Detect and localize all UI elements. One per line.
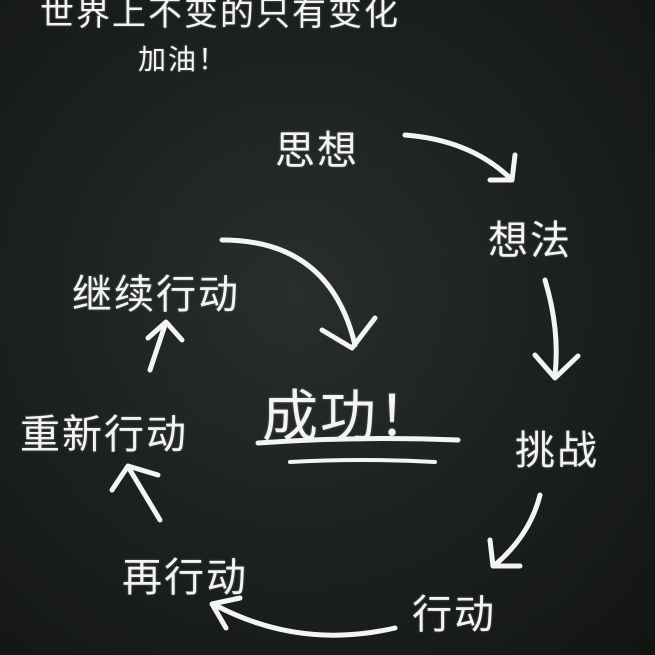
- arrow-xiangfa-to-tiaozhan: [532, 277, 581, 381]
- arrow-tiaozhan-to-xingdong: [487, 492, 543, 569]
- node-chongxinxingdong: 重新行动: [20, 412, 188, 458]
- success-double-underline: [255, 436, 461, 464]
- header-line-1: 世界上不变的只有变化: [40, 0, 400, 34]
- node-zaixingdong: 再行动: [122, 555, 248, 601]
- node-sixiang: 思想: [275, 128, 359, 174]
- arrow-zaixingdong-to-chongxinxingdong: [109, 463, 163, 523]
- node-xingdong: 行动: [412, 592, 496, 638]
- node-tiaozhan: 挑战: [515, 428, 599, 474]
- arrow-chongxinxingdong-to-jixuxingdong: [145, 319, 185, 373]
- node-xiangfa: 想法: [488, 218, 572, 264]
- node-jixuxingdong: 继续行动: [72, 272, 240, 318]
- arrow-jixuxingdong-to-success: [219, 237, 378, 351]
- header-line-2: 加油！: [138, 43, 229, 76]
- arrow-xingdong-to-zaixingdong: [209, 595, 398, 638]
- arrow-sixiang-to-xiangfa: [402, 132, 518, 183]
